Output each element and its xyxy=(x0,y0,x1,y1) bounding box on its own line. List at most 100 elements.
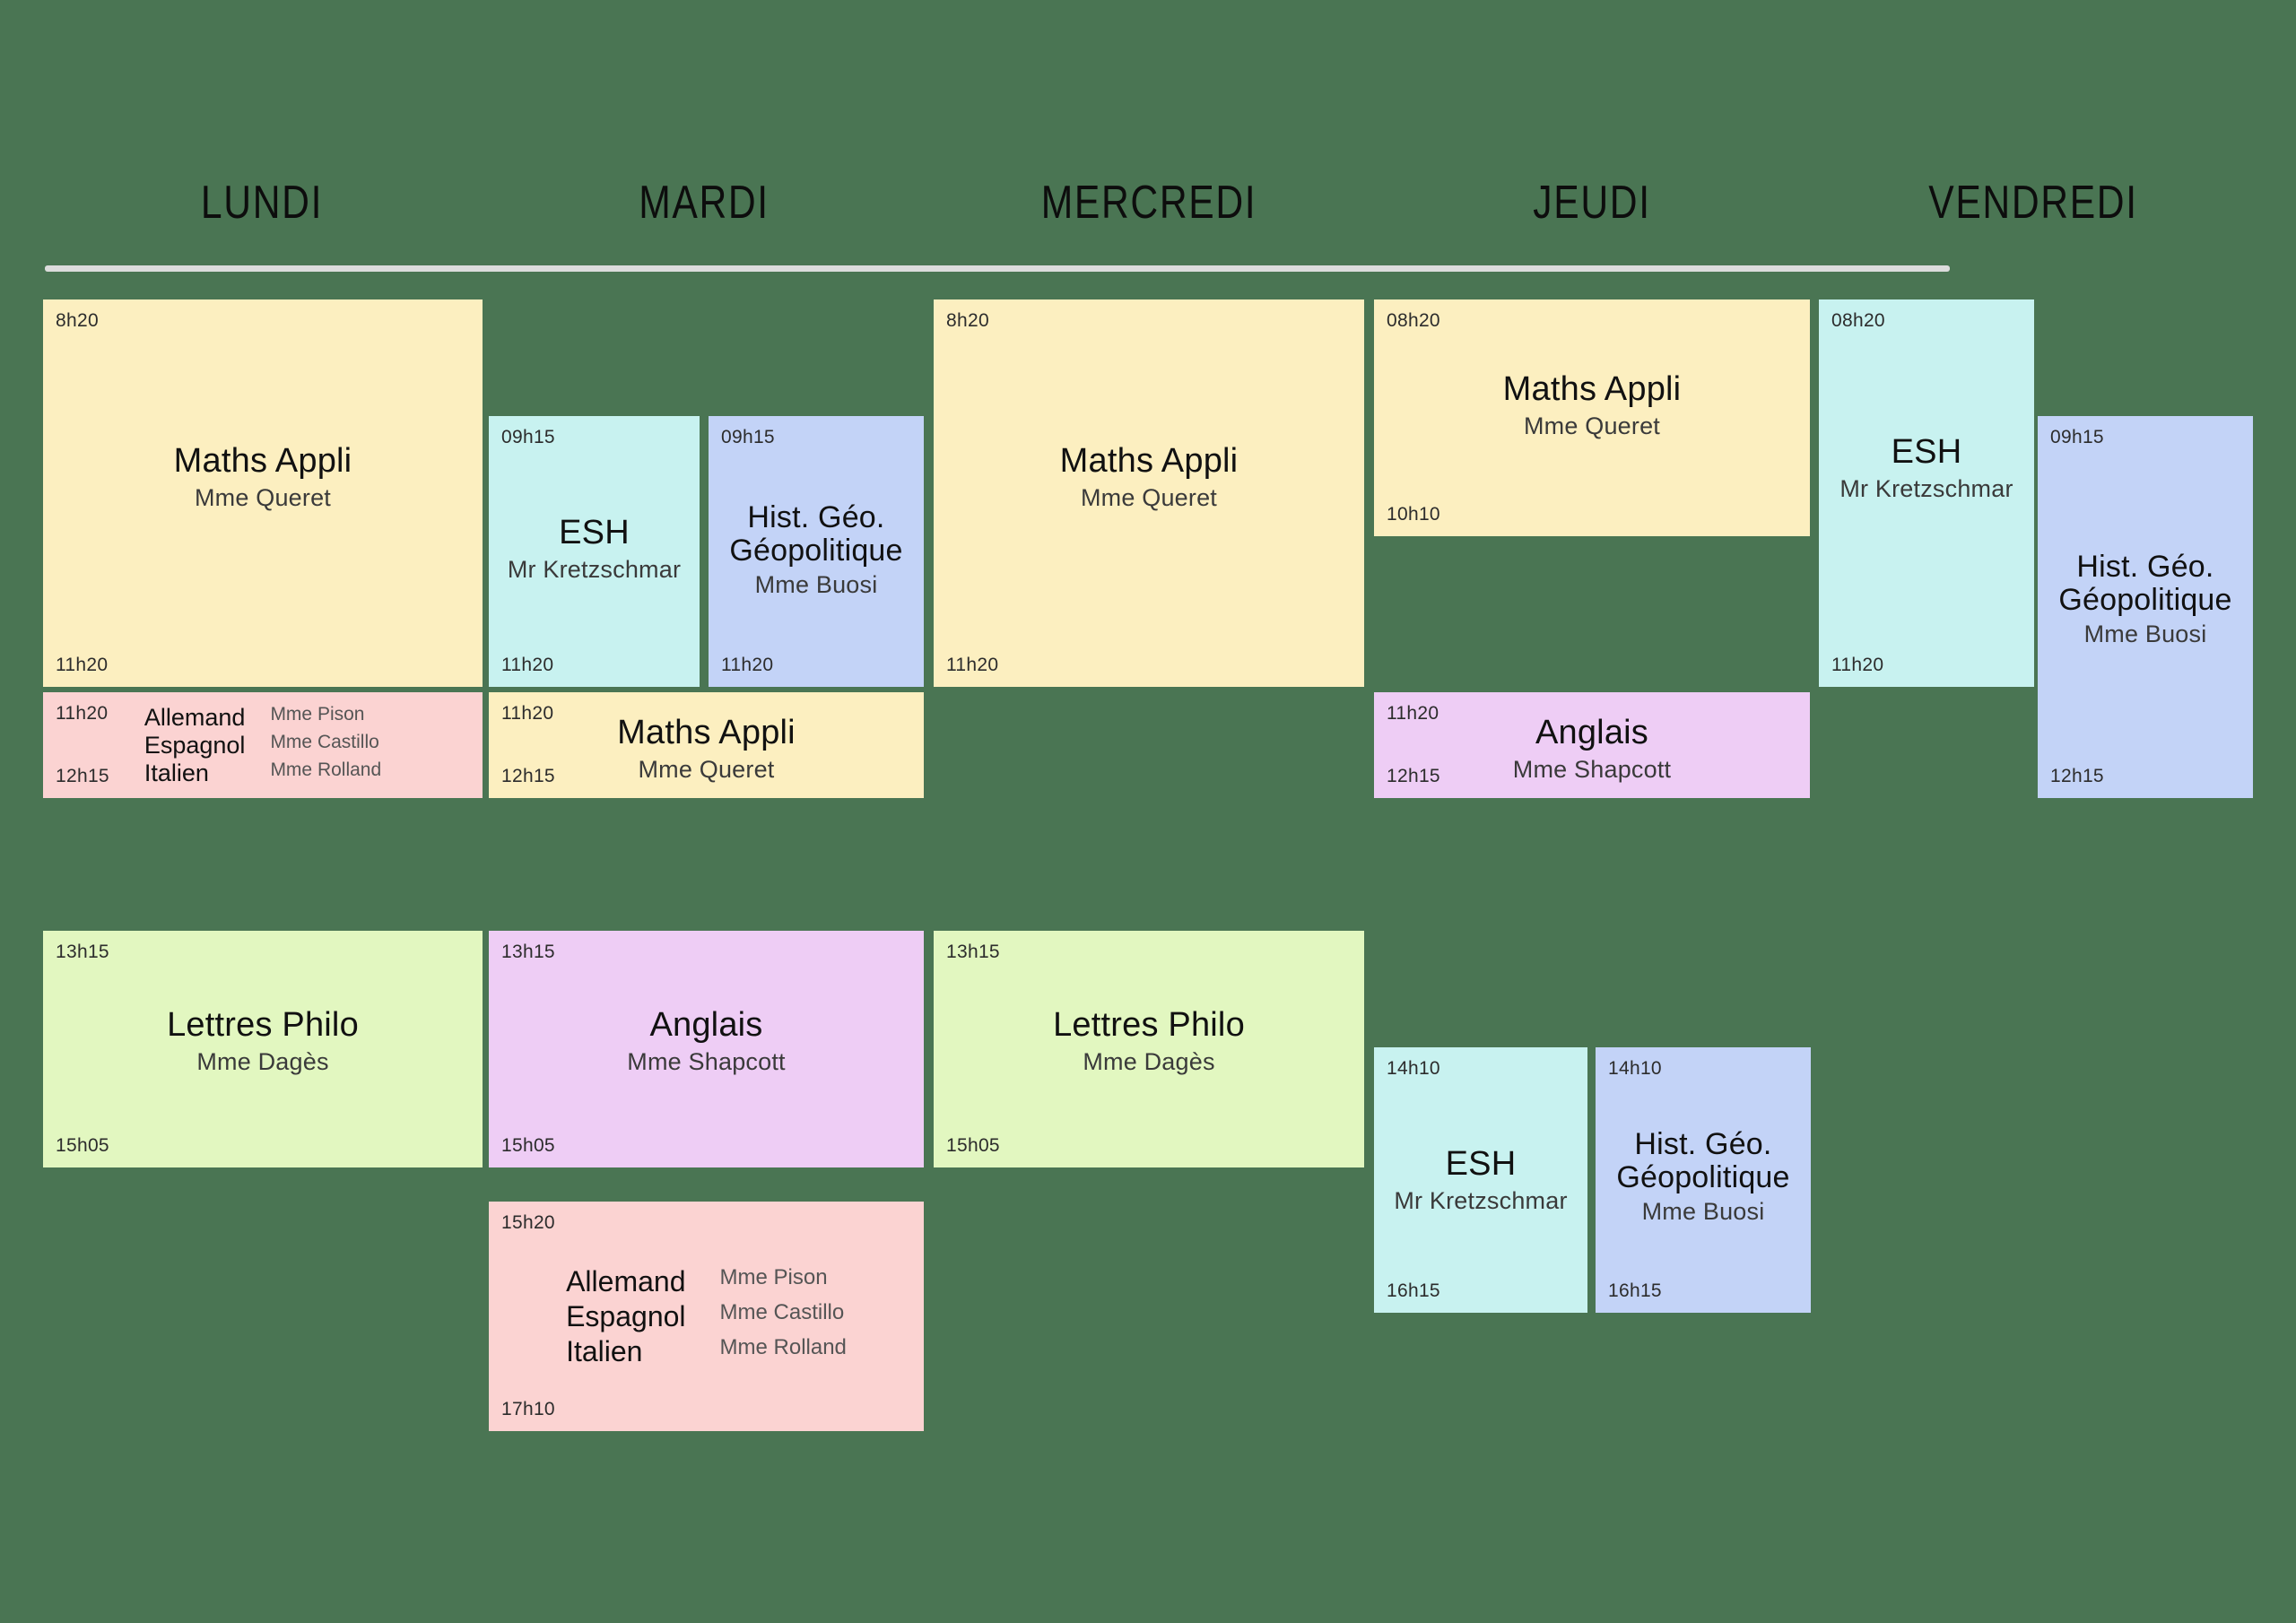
event-end-time: 12h15 xyxy=(2050,766,2104,786)
event-subject: Hist. Géo. Géopolitique xyxy=(2058,550,2232,617)
language-teacher: Mme Rolland xyxy=(270,759,382,780)
event-start-time: 11h20 xyxy=(56,703,109,724)
event-teacher: Mme Shapcott xyxy=(1512,756,1672,784)
language-name: Espagnol xyxy=(144,731,246,759)
event-start-time: 13h15 xyxy=(56,942,109,962)
event-teacher: Mme Queret xyxy=(1080,484,1218,512)
event-subject: Maths Appli xyxy=(1502,370,1682,408)
event-start-time: 08h20 xyxy=(1831,310,1885,331)
event-start-time: 13h15 xyxy=(501,942,555,962)
language-name: Italien xyxy=(566,1334,643,1367)
event-teacher: Mme Buosi xyxy=(754,571,878,599)
event-end-time: 16h15 xyxy=(1608,1280,1662,1301)
event-subject: ESH xyxy=(1891,433,1962,471)
event-start-time: 09h15 xyxy=(501,427,555,447)
event-subject: Hist. Géo. Géopolitique xyxy=(1616,1127,1790,1194)
event-end-time: 15h05 xyxy=(946,1135,1000,1156)
day-header-mardi: MARDI xyxy=(639,177,770,229)
event-end-time: 16h15 xyxy=(1387,1280,1440,1301)
event-subject: Anglais xyxy=(1535,714,1649,751)
event-end-time: 11h20 xyxy=(721,655,774,675)
day-header-lundi: LUNDI xyxy=(200,177,324,229)
event-subject: Lettres Philo xyxy=(167,1006,359,1044)
event-subject: Maths Appli xyxy=(173,442,352,480)
language-name: Italien xyxy=(144,759,209,786)
language-teacher: Mme Castillo xyxy=(270,731,379,752)
event-end-time: 12h15 xyxy=(56,766,109,786)
event-end-time: 17h10 xyxy=(501,1399,555,1419)
language-name: Allemand xyxy=(566,1264,686,1298)
language-name: Allemand xyxy=(144,703,246,731)
day-header-jeudi: JEUDI xyxy=(1533,177,1651,229)
event-end-time: 12h15 xyxy=(501,766,555,786)
event-teacher: Mme Queret xyxy=(194,484,332,512)
event-teacher: Mme Shapcott xyxy=(627,1048,786,1076)
event-teacher: Mme Buosi xyxy=(2083,621,2207,648)
event-start-time: 14h10 xyxy=(1387,1058,1440,1079)
event-start-time: 8h20 xyxy=(56,310,99,331)
event-body: ESH Mr Kretzschmar xyxy=(1819,433,2034,503)
event-end-time: 12h15 xyxy=(1387,766,1440,786)
event-start-time: 09h15 xyxy=(721,427,775,447)
event-end-time: 11h20 xyxy=(56,655,109,675)
event-start-time: 8h20 xyxy=(946,310,989,331)
event-end-time: 10h10 xyxy=(1387,504,1440,525)
event-end-time: 11h20 xyxy=(501,655,554,675)
day-header-vendredi: VENDREDI xyxy=(1928,177,2138,229)
language-teacher: Mme Pison xyxy=(270,703,365,725)
day-header-mercredi: MERCREDI xyxy=(1040,177,1257,229)
event-end-time: 15h05 xyxy=(501,1135,555,1156)
event-subject: Maths Appli xyxy=(617,714,796,751)
event-end-time: 15h05 xyxy=(56,1135,109,1156)
event-teacher: Mme Buosi xyxy=(1641,1198,1765,1226)
event-end-time: 11h20 xyxy=(946,655,999,675)
event-subject: Maths Appli xyxy=(1059,442,1239,480)
event-subject: Lettres Philo xyxy=(1053,1006,1245,1044)
event-start-time: 11h20 xyxy=(501,703,554,724)
language-teacher: Mme Rolland xyxy=(719,1334,847,1359)
event-start-time: 11h20 xyxy=(1387,703,1439,724)
event-teacher: Mr Kretzschmar xyxy=(1394,1187,1568,1215)
event-start-time: 14h10 xyxy=(1608,1058,1662,1079)
event-start-time: 13h15 xyxy=(946,942,1000,962)
header-divider xyxy=(45,265,1950,272)
event-subject: Anglais xyxy=(649,1006,763,1044)
event-teacher: Mr Kretzschmar xyxy=(507,556,682,584)
language-teacher: Mme Pison xyxy=(719,1264,828,1289)
event-teacher: Mr Kretzschmar xyxy=(1839,475,2013,503)
event-teacher: Mme Queret xyxy=(1523,412,1661,440)
event-start-time: 08h20 xyxy=(1387,310,1440,331)
event-subject: Hist. Géo. Géopolitique xyxy=(729,500,903,568)
